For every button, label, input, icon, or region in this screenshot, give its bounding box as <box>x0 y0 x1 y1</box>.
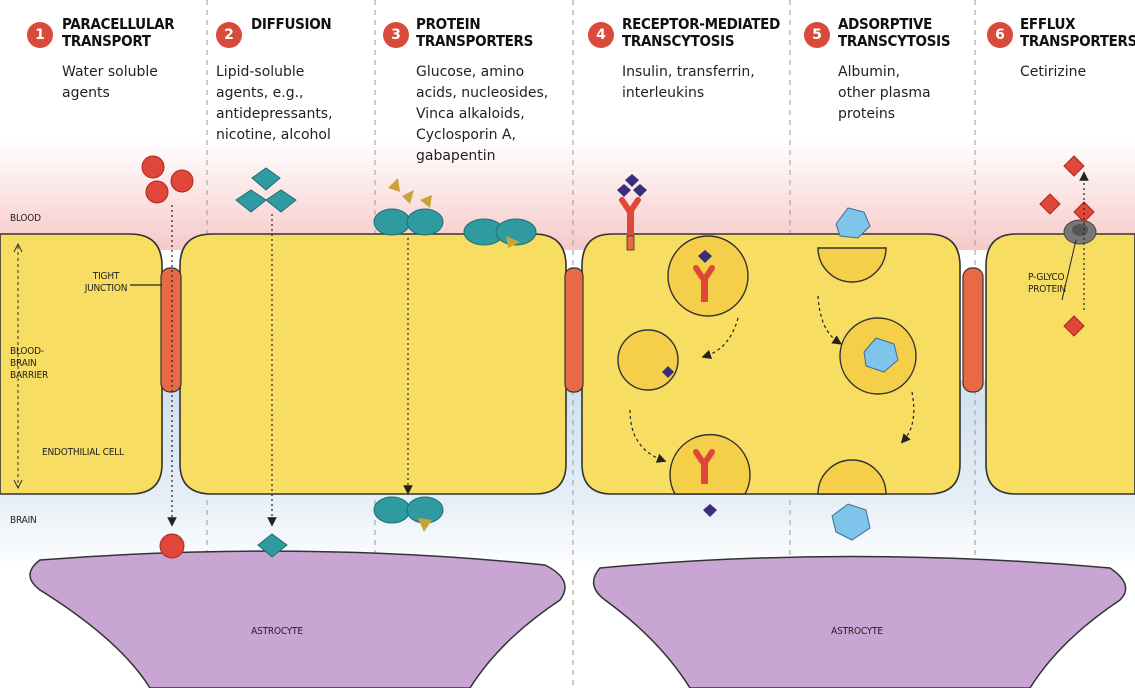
endothelial-cell-label: ENDOTHILIAL CELL <box>42 447 124 459</box>
step-number-5: 5 <box>804 22 830 48</box>
vesicle-5b <box>840 318 916 394</box>
p-glycoprotein <box>1064 220 1096 244</box>
tight-junction-label: TIGHT JUNCTION <box>78 271 134 295</box>
astrocyte-label-right: ASTROCYTE <box>812 626 902 638</box>
blood-brain-barrier-label: BLOOD- BRAIN BARRIER <box>10 346 48 382</box>
section-title-1: PARACELLULAR TRANSPORT <box>62 16 174 50</box>
section-title-2: DIFFUSION <box>251 16 331 33</box>
step-number-6: 6 <box>987 22 1013 48</box>
section-desc-1: Water soluble agents <box>62 62 158 104</box>
cell-2 <box>180 234 566 494</box>
section-desc-2: Lipid-soluble agents, e.g., antidepressa… <box>216 62 333 146</box>
step-number-4: 4 <box>588 22 614 48</box>
section-desc-3: Glucose, amino acids, nucleosides, Vinca… <box>416 62 548 167</box>
p-glycoprotein-label: P-GLYCO PROTEIN <box>1028 272 1066 296</box>
step-number-2: 2 <box>216 22 242 48</box>
step-number-1: 1 <box>27 22 53 48</box>
step-number-3: 3 <box>383 22 409 48</box>
section-title-3: PROTEIN TRANSPORTERS <box>416 16 533 50</box>
section-desc-4: Insulin, transferrin, interleukins <box>622 62 755 104</box>
section-desc-6: Cetirizine <box>1020 62 1086 83</box>
vesicle-4b <box>618 330 678 390</box>
section-desc-5: Albumin, other plasma proteins <box>838 62 931 125</box>
section-title-4: RECEPTOR-MEDIATED TRANSCYTOSIS <box>622 16 780 50</box>
brain-label: BRAIN <box>10 515 37 527</box>
vesicle-4a <box>668 236 748 316</box>
section-title-5: ADSORPTIVE TRANSCYTOSIS <box>838 16 950 50</box>
astrocyte-right <box>594 557 1126 688</box>
astrocyte-label-left: ASTROCYTE <box>232 626 322 638</box>
blood-label: BLOOD <box>10 213 41 225</box>
blood-region <box>0 140 1135 250</box>
astrocyte-left <box>30 551 565 688</box>
section-title-6: EFFLUX TRANSPORTERS <box>1020 16 1135 50</box>
